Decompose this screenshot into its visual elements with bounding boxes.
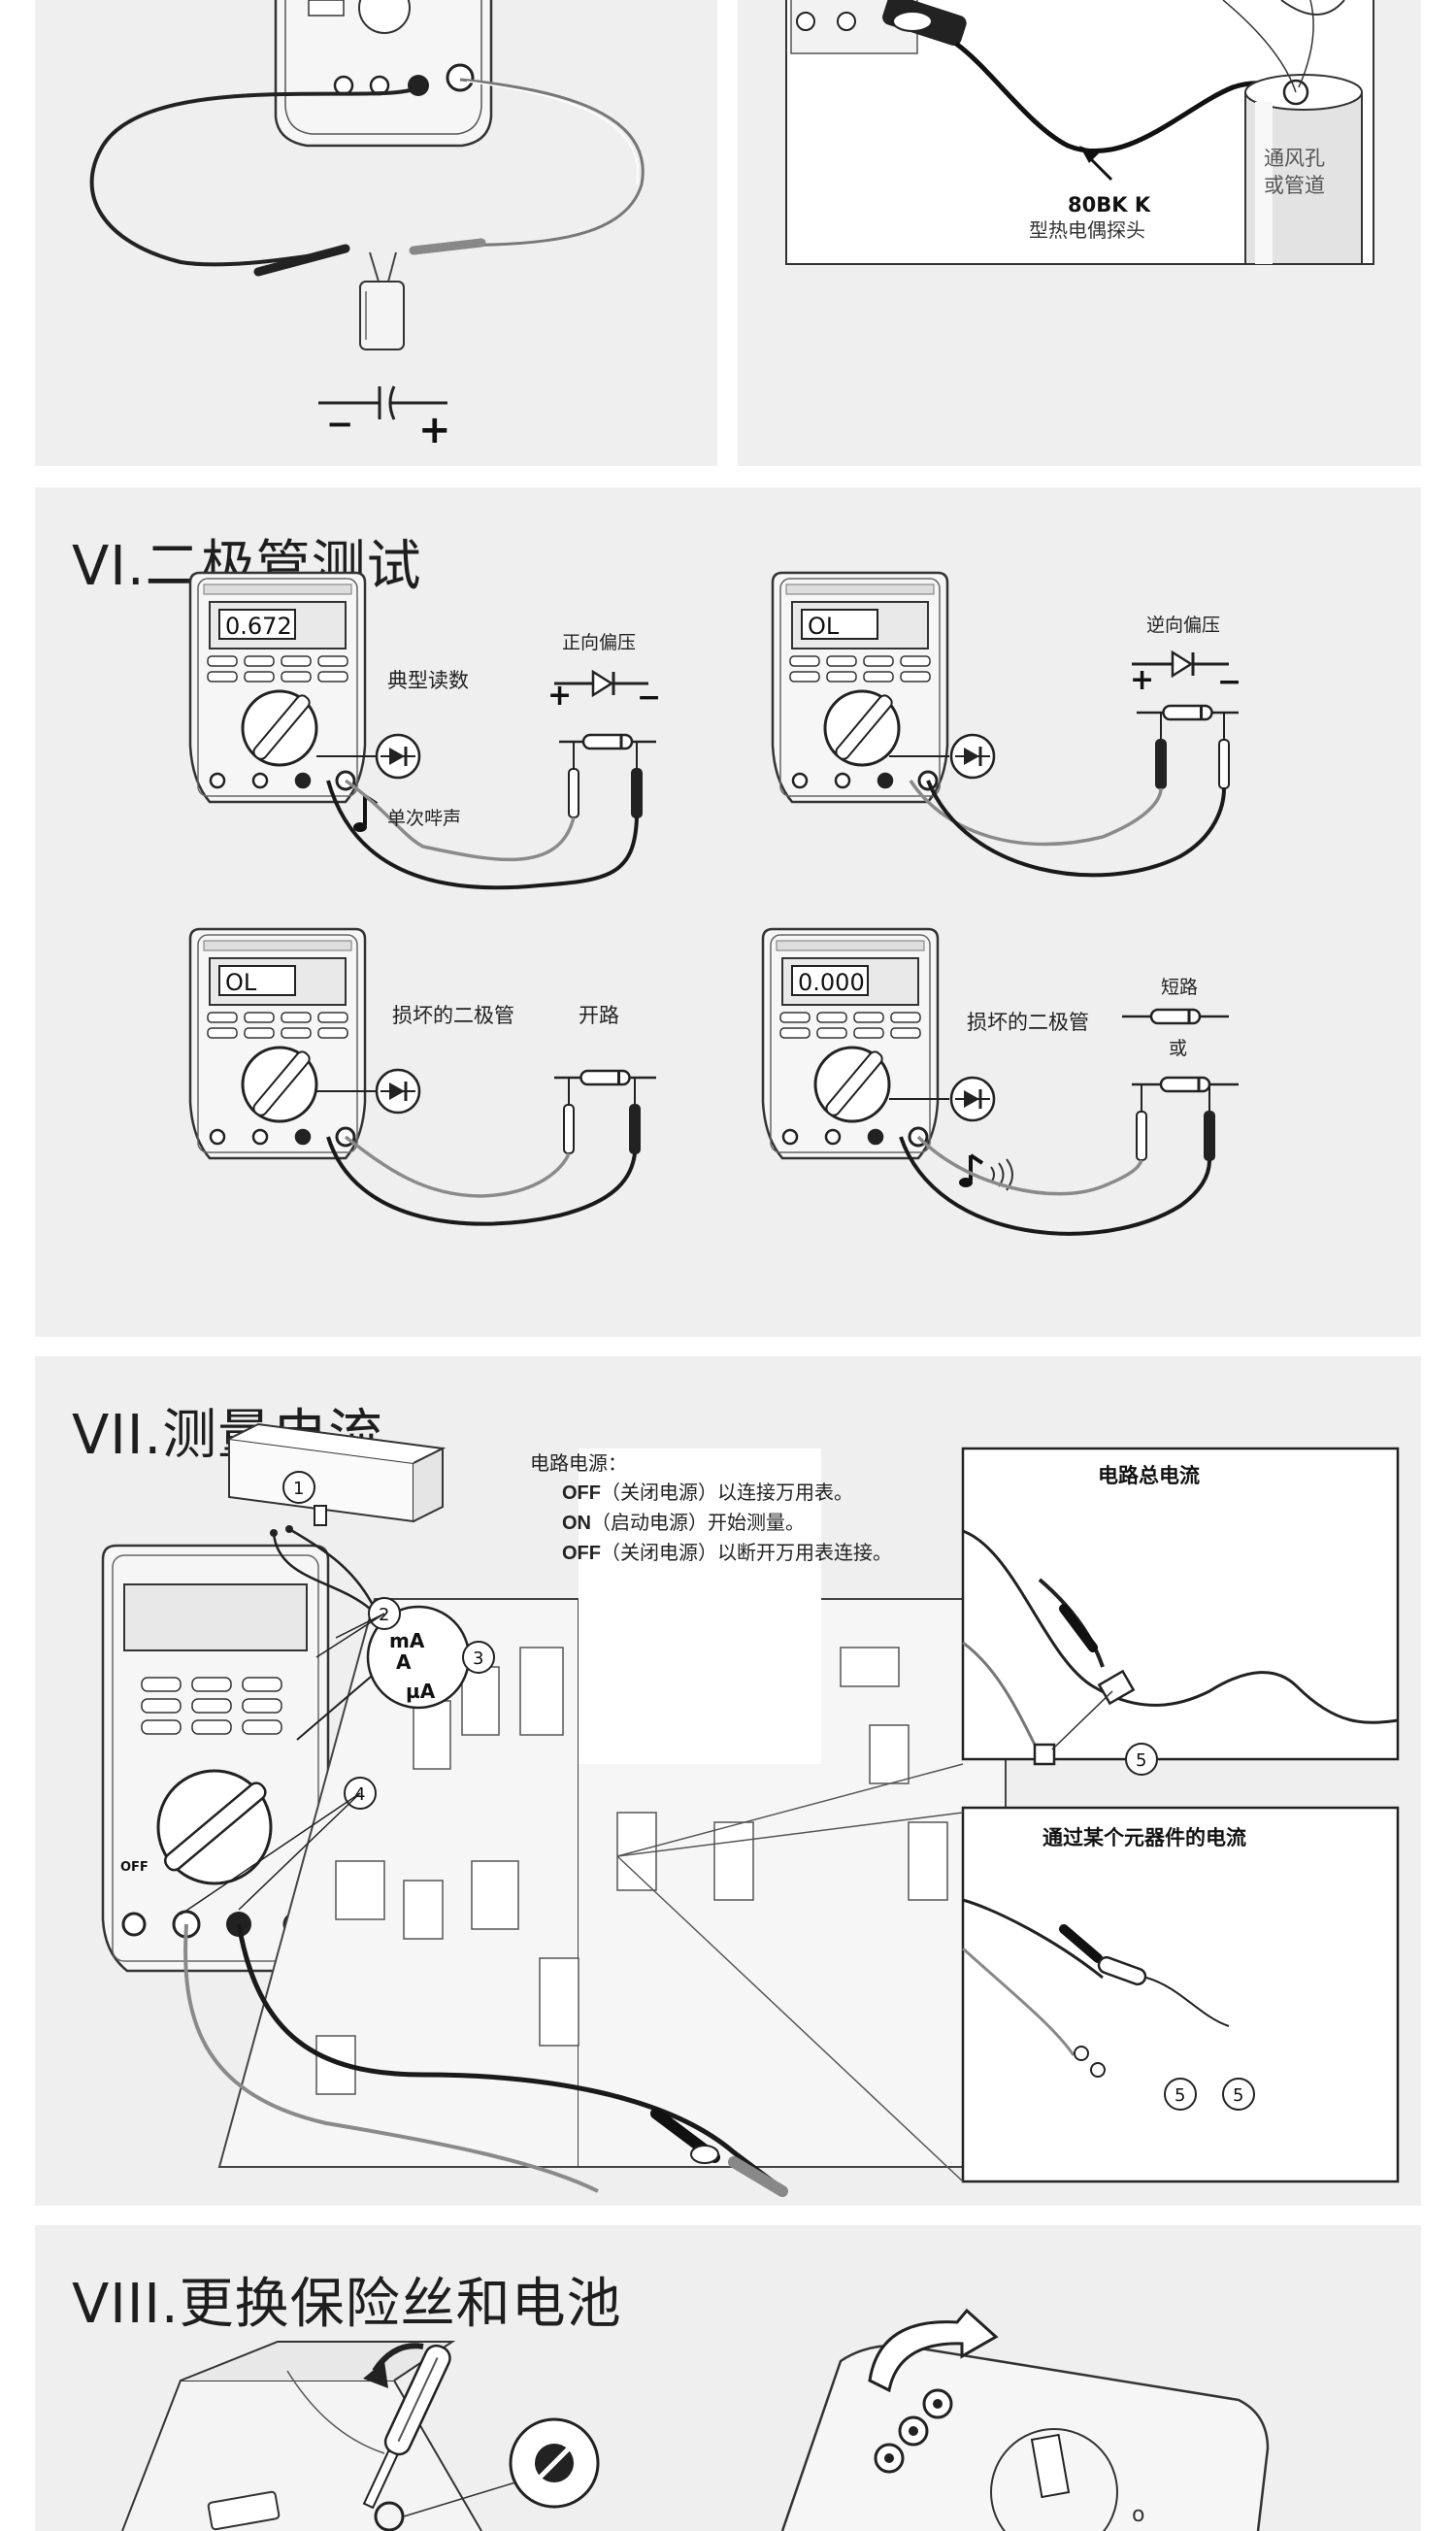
- board-chip: [713, 1821, 754, 1901]
- meter-reading: 0.672: [225, 613, 292, 640]
- section-heading-fuse: VIII.更换保险丝和电池: [72, 2273, 622, 2336]
- reverse-bias-label: 逆向偏压: [1146, 615, 1221, 636]
- multimeter-3: 0.000: [761, 927, 940, 1160]
- board-chip: [908, 1821, 948, 1901]
- power-step-2: ON（启动电源）开始测量。: [530, 1508, 892, 1538]
- board-chip: [413, 1700, 451, 1770]
- music-note-icon: [969, 1153, 984, 1181]
- fuse-battery-panel: VIII.更换保险丝和电池 o: [35, 2225, 1421, 2531]
- power-step-3-key: OFF: [562, 1543, 601, 1564]
- fuse-battery-illustration: o: [121, 2308, 1270, 2531]
- temperature-panel: 80BK K 型热电偶探头 通风孔 或管道: [738, 0, 1421, 466]
- board-chip: [461, 1666, 500, 1736]
- callout-6: [1222, 2078, 1255, 2111]
- meter-display: [123, 1583, 308, 1651]
- red-test-lead: [909, 780, 1163, 847]
- black-test-lead: [326, 780, 639, 890]
- power-step-2-text: （启动电源）开始测量。: [591, 1511, 805, 1534]
- black-test-lead: [326, 1136, 637, 1226]
- red-probe: [728, 2156, 788, 2197]
- minus-sign: −: [637, 681, 661, 715]
- board-chip: [403, 1880, 444, 1940]
- board-chip: [616, 1812, 657, 1891]
- minus-sign: −: [326, 405, 354, 444]
- multimeter-0: 0.672: [188, 571, 367, 804]
- plus-sign: +: [547, 679, 572, 713]
- single-beep-label: 单次哔声: [387, 808, 462, 829]
- meter-reading: OL: [225, 969, 257, 996]
- callout-number: 1: [293, 1479, 304, 1499]
- board-chip: [519, 1647, 564, 1736]
- callout-number: 2: [379, 1605, 389, 1625]
- jack-a: [121, 1912, 147, 1937]
- capacitance-panel: − +: [35, 0, 717, 466]
- duct-label-line1: 通风孔: [1264, 147, 1325, 170]
- plus-sign: +: [418, 408, 451, 452]
- probe-description: 型热电偶探头: [1029, 218, 1145, 242]
- probe-label: 80BK K: [1068, 193, 1151, 216]
- temperature-illustration: 80BK K 型热电偶探头 通风孔 或管道: [785, 0, 1374, 265]
- black-test-lead: [926, 780, 1226, 878]
- damaged-diode-label-open: 损坏的二极管: [392, 1004, 514, 1027]
- red-test-lead: [344, 779, 576, 862]
- power-step-3-text: （关闭电源）以断开万用表连接。: [601, 1541, 892, 1564]
- meter-reading: OL: [808, 613, 840, 640]
- open-circuit-label: 开路: [579, 1004, 619, 1027]
- power-instructions: 电路电源： OFF（关闭电源）以连接万用表。 ON（启动电源）开始测量。 OFF…: [530, 1449, 892, 1568]
- callout-number: 5: [1175, 2085, 1185, 2106]
- forward-bias-label: 正向偏压: [562, 632, 637, 653]
- callout-0: [282, 1471, 315, 1504]
- power-step-1-key: OFF: [562, 1482, 601, 1504]
- unit-ma-label: mA: [389, 1629, 425, 1652]
- power-wire: [272, 1532, 371, 1610]
- capacitance-illustration: − +: [89, 0, 645, 452]
- board-chip: [335, 1860, 385, 1920]
- callout-5: [1164, 2078, 1197, 2111]
- black-test-lead: [899, 1136, 1211, 1236]
- meter-reading: 0.000: [798, 969, 865, 996]
- board-chip: [471, 1860, 519, 1930]
- power-title: 电路电源：: [530, 1451, 627, 1475]
- power-step-3: OFF（关闭电源）以断开万用表连接。: [530, 1538, 892, 1568]
- or-label: 或: [1169, 1038, 1188, 1059]
- off-label: OFF: [120, 1860, 149, 1875]
- callout-2: [462, 1641, 495, 1674]
- power-step-1-text: （关闭电源）以连接万用表。: [601, 1481, 853, 1504]
- total-current-title: 电路总电流: [1098, 1464, 1200, 1487]
- multimeter-large: OFF: [101, 1544, 330, 1973]
- callout-4: [1125, 1743, 1158, 1776]
- black-test-lead: [236, 1923, 775, 2183]
- callout-number: 4: [354, 1784, 365, 1805]
- board-chip: [840, 1647, 900, 1687]
- short-circuit-label: 短路: [1161, 977, 1199, 998]
- component-current-title: 通过某个元器件的电流: [1042, 1826, 1246, 1849]
- red-test-lead: [916, 1135, 1143, 1196]
- plus-sign: +: [1130, 663, 1154, 697]
- typical-reading-label: 典型读数: [387, 669, 469, 692]
- red-test-lead: [183, 1923, 599, 2193]
- callout-number: 5: [1233, 2085, 1243, 2106]
- multimeter-2: OL: [188, 927, 367, 1160]
- multimeter-1: OL: [771, 571, 949, 804]
- unit-ua-label: µA: [406, 1680, 436, 1703]
- board-chip: [869, 1724, 910, 1784]
- power-wire: [288, 1527, 377, 1610]
- red-test-lead: [344, 1135, 571, 1198]
- power-step-2-key: ON: [562, 1513, 591, 1534]
- total-current-inset: [961, 1447, 1400, 1761]
- board-chip: [539, 1957, 579, 2047]
- power-step-1: OFF（关闭电源）以连接万用表。: [530, 1478, 892, 1508]
- callout-number: 3: [473, 1648, 483, 1669]
- duct-label-line2: 或管道: [1264, 174, 1325, 197]
- unit-a-label: A: [396, 1650, 412, 1674]
- svg-text:o: o: [1132, 2503, 1144, 2527]
- minus-sign: −: [1217, 665, 1241, 699]
- damaged-diode-label-short: 损坏的二极管: [967, 1011, 1089, 1034]
- callout-number: 5: [1136, 1750, 1146, 1771]
